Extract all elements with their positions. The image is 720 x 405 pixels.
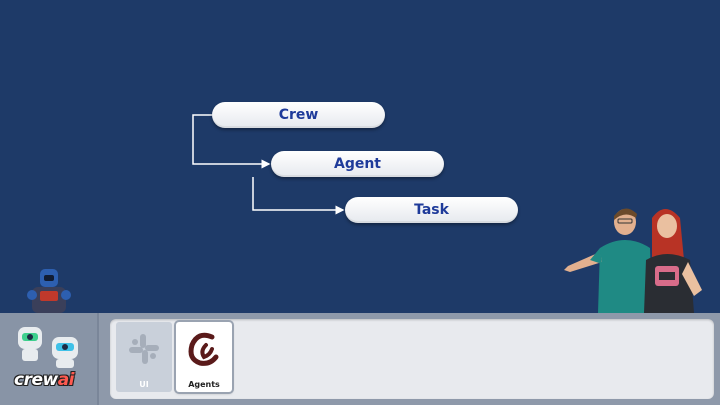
connector-agent-task <box>252 177 345 215</box>
crewai-c-icon <box>188 332 219 366</box>
crew-node[interactable]: Crew <box>212 102 385 128</box>
tray-item-agents-label: Agents <box>188 380 220 389</box>
tray-item-ui-label: UI <box>139 380 149 389</box>
bottom-tray: crewai UI Agents <box>0 313 720 405</box>
tray-item-ui[interactable]: UI <box>116 322 172 392</box>
task-node[interactable]: Task <box>345 197 518 223</box>
agent-label: Agent <box>333 156 381 172</box>
characters-figure <box>564 208 702 313</box>
items-tray: UI Agents <box>110 319 714 399</box>
agent-node[interactable]: Agent <box>271 151 444 177</box>
crew-label: Crew <box>278 107 319 123</box>
crewai-logo: crewai <box>14 370 75 390</box>
slack-icon <box>129 334 159 364</box>
task-label: Task <box>414 202 449 218</box>
brand-panel: crewai <box>0 313 99 405</box>
robot-mascots-icon <box>18 327 78 368</box>
connector-crew-agent <box>192 114 271 169</box>
robot-figure <box>27 269 71 313</box>
tray-item-agents[interactable]: Agents <box>176 322 232 392</box>
